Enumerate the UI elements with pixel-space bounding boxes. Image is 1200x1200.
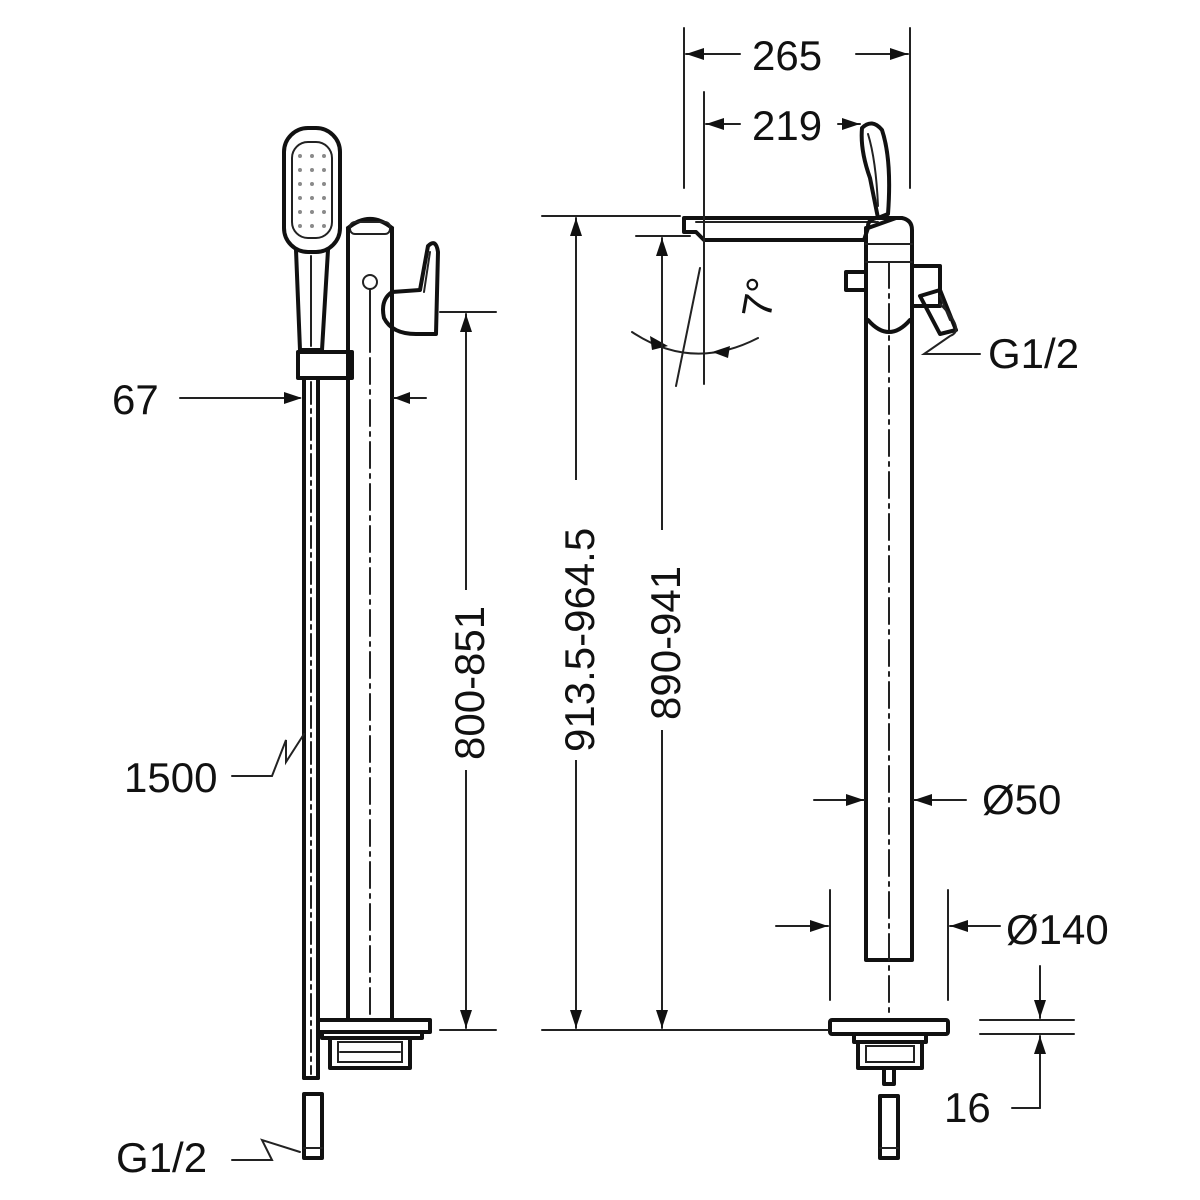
dim-d50-label: Ø50 xyxy=(982,776,1061,823)
shower-nozzles xyxy=(298,154,326,228)
shower-holder xyxy=(296,350,354,380)
hand-shower xyxy=(282,126,354,380)
dim-1500-label: 1500 xyxy=(124,754,217,801)
dim-g12-left: G1/2 xyxy=(116,1134,301,1181)
dim-890-941-label: 890-941 xyxy=(642,566,689,720)
dim-67: 67 xyxy=(112,376,427,423)
dim-913-964-label: 913.5-964.5 xyxy=(556,528,603,752)
diverter xyxy=(866,318,912,334)
lever-handle xyxy=(362,241,440,353)
dim-800-851-label: 800-851 xyxy=(446,606,493,760)
side-view xyxy=(282,126,440,1160)
dim-219: 219 xyxy=(703,91,861,385)
base-right xyxy=(828,1018,950,1086)
knob-left xyxy=(844,270,868,292)
column-cap xyxy=(346,217,394,230)
shower-head-face xyxy=(291,141,333,239)
dim-890-941: 890-941 xyxy=(635,235,691,1029)
base-left xyxy=(316,1018,432,1070)
dim-913-964: 913.5-964.5 xyxy=(541,215,829,1031)
hand-shower-profile xyxy=(859,121,892,220)
dim-g12-left-label: G1/2 xyxy=(116,1134,207,1181)
dim-67-label: 67 xyxy=(112,376,159,423)
dim-16: 16 xyxy=(944,965,1075,1131)
dim-d140-label: Ø140 xyxy=(1006,906,1109,953)
dim-g12-right-label: G1/2 xyxy=(988,330,1079,377)
inlet-pipe-right xyxy=(878,1094,900,1160)
dim-d50: Ø50 xyxy=(813,776,1061,823)
dim-16-label: 16 xyxy=(944,1084,991,1131)
dim-800-851: 800-851 xyxy=(439,311,497,1031)
dim-angle: 7° xyxy=(631,267,786,387)
shower-head-outline xyxy=(282,126,342,254)
dim-d140: Ø140 xyxy=(775,889,1109,1001)
dim-265: 265 xyxy=(683,27,911,189)
dim-1500: 1500 xyxy=(124,733,305,801)
dim-g12-right: G1/2 xyxy=(920,303,1079,377)
dim-219-label: 219 xyxy=(752,102,822,149)
inlet-pipe-left xyxy=(302,1092,324,1160)
dim-265-label: 265 xyxy=(752,32,822,79)
lever-right xyxy=(910,264,958,336)
front-view xyxy=(682,121,958,1160)
dim-angle-label: 7° xyxy=(733,274,786,322)
